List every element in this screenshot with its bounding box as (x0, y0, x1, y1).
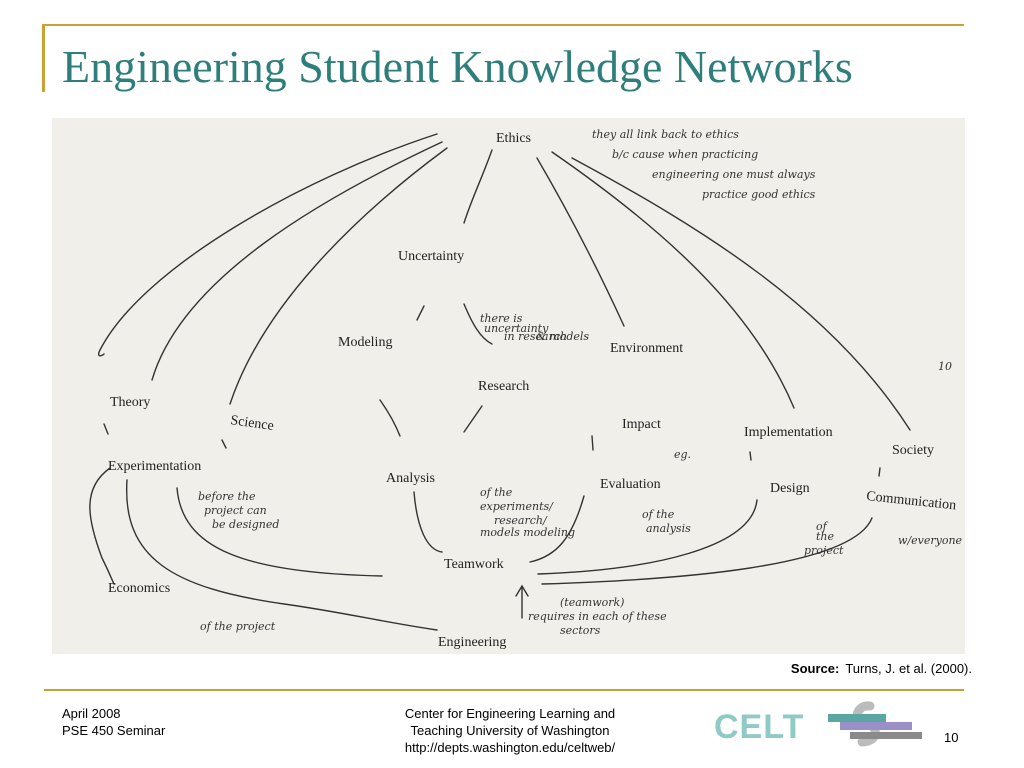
note-project-1: of (816, 520, 829, 533)
node-engineering: Engineering (438, 635, 506, 650)
arc-ethics-science (229, 147, 448, 405)
arc-ethics-theory (97, 133, 438, 357)
note-ethics-2: b/c cause when practicing (612, 148, 758, 161)
note-margin-mark: 10 (938, 360, 952, 373)
note-project-3: project (804, 544, 844, 557)
node-uncertainty: Uncertainty (398, 249, 464, 264)
footer-org-line2: Teaching University of Washington (410, 723, 610, 738)
note-uncertainty-1: there is (480, 312, 523, 325)
curve-economics-teamwork (176, 487, 383, 577)
tick-implementation (749, 451, 752, 461)
curve-communication-teamwork (541, 517, 873, 585)
footer-rule (44, 689, 964, 691)
source-text: Turns, J. et al. (2000). (845, 661, 972, 676)
node-experimentation: Experimentation (108, 459, 201, 474)
node-society: Society (892, 443, 934, 458)
source-citation: Source: Turns, J. et al. (2000). (791, 661, 972, 676)
note-analysis-1: of the (642, 508, 675, 521)
line-research-analysis (463, 405, 483, 433)
node-science: Science (229, 413, 274, 434)
footer-left: April 2008 PSE 450 Seminar (62, 705, 165, 739)
note-requires-3: sectors (560, 624, 601, 637)
node-environment: Environment (610, 341, 683, 356)
note-analysis-2: analysis (646, 522, 691, 535)
arc-ethics-theory-inner (151, 141, 443, 381)
node-design: Design (770, 481, 810, 496)
arrow-engineering-teamwork (515, 584, 529, 619)
line-uncertainty-research (463, 303, 493, 345)
node-communication: Communication (866, 489, 957, 513)
note-eg: eg. (674, 448, 691, 461)
node-ethics: Ethics (496, 131, 531, 146)
node-analysis: Analysis (386, 471, 435, 486)
node-teamwork: Teamwork (444, 557, 504, 572)
note-experiments-1: of the (480, 486, 513, 499)
curve-design-teamwork (537, 499, 758, 575)
curve-analysis-teamwork (413, 491, 443, 553)
note-uncertainty-3: in research (504, 330, 567, 343)
note-uncertainty-2: uncertainty (484, 322, 549, 335)
note-ethics-1: they all link back to ethics (592, 128, 739, 141)
connector-lines (89, 133, 911, 631)
node-impact: Impact (622, 417, 661, 432)
curve-experimentation-engineering (126, 479, 438, 631)
line-modeling-analysis (379, 399, 401, 437)
note-experiments-3: research/ (494, 514, 548, 527)
note-ethics-4: practice good ethics (702, 188, 816, 201)
note-design-before-3: be designed (212, 518, 279, 531)
note-experiments-2: experiments/ (480, 500, 554, 513)
frame-left-rule (42, 24, 45, 92)
line-impact-evaluation (591, 435, 594, 451)
note-experiments-4: models modeling (480, 526, 575, 539)
note-design-before-2: project can (204, 504, 267, 517)
curve-experimentation-economics (89, 467, 115, 585)
arc-ethics-environment (536, 157, 625, 327)
note-uncertainty-4: & models (536, 330, 589, 343)
arc-ethics-society (571, 157, 911, 431)
tick-society (878, 467, 881, 477)
node-implementation: Implementation (744, 425, 833, 440)
footer-url: http://depts.washington.edu/celtweb/ (404, 740, 616, 755)
tick-theory (103, 423, 109, 435)
footer-date: April 2008 (62, 706, 121, 721)
node-research: Research (478, 379, 529, 394)
handwritten-notes: they all link back to ethics b/c cause w… (198, 128, 963, 637)
footer-org-line1: Center for Engineering Learning and (404, 706, 616, 721)
diagram-svg: Ethics Uncertainty Modeling Environment … (89, 128, 963, 650)
celt-logo-text: CELT (714, 708, 805, 746)
note-design-before-1: before the (198, 490, 256, 503)
node-evaluation: Evaluation (600, 477, 661, 492)
note-requires-1: (teamwork) (560, 596, 624, 609)
note-project-2: the (816, 530, 835, 543)
celt-logo-mark-icon (828, 701, 922, 747)
node-theory: Theory (110, 395, 150, 410)
page-number: 10 (944, 730, 959, 745)
note-ethics-3: engineering one must always (652, 168, 816, 181)
footer-center: Center for Engineering Learning and Teac… (360, 705, 660, 756)
line-uncertainty-modeling (416, 305, 425, 321)
tick-science (221, 439, 227, 449)
note-everyone: w/everyone (898, 534, 963, 547)
source-label: Source: (790, 661, 840, 676)
note-project-econ: of the project (200, 620, 276, 633)
node-economics: Economics (108, 581, 170, 596)
footer-seminar: PSE 450 Seminar (62, 723, 166, 738)
note-requires-2: requires in each of these (528, 610, 667, 623)
knowledge-network-diagram: Ethics Uncertainty Modeling Environment … (52, 118, 965, 654)
slide-title: Engineering Student Knowledge Networks (62, 41, 853, 92)
arc-ethics-uncertainty (463, 149, 493, 224)
arc-ethics-implementation (551, 151, 795, 409)
frame-top-rule (44, 24, 964, 26)
node-modeling: Modeling (338, 335, 392, 350)
curve-evaluation-teamwork (529, 495, 585, 563)
